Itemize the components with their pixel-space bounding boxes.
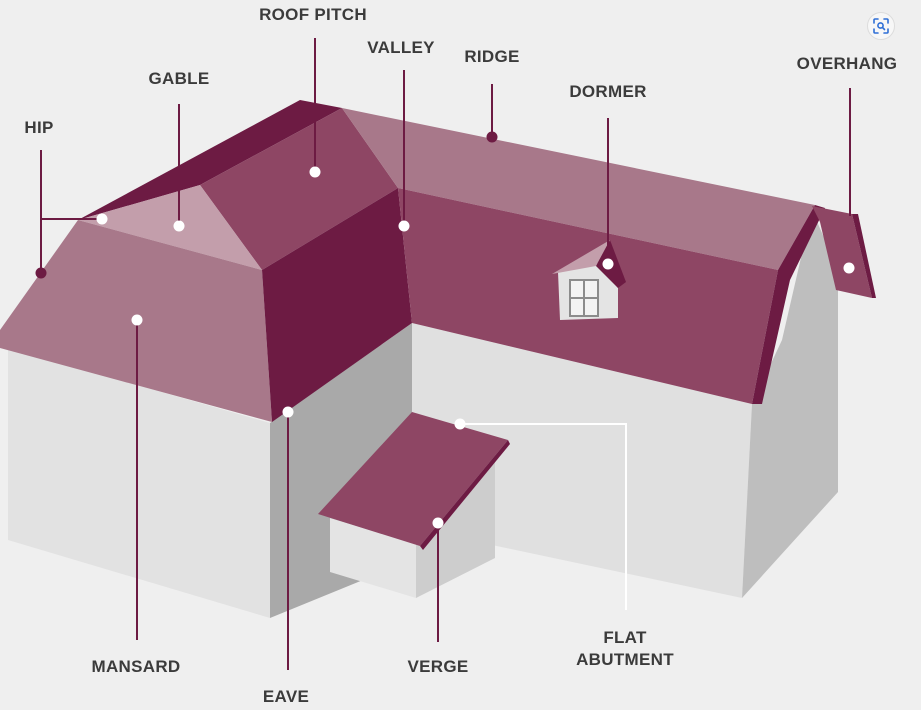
pointer-dots: [35, 131, 855, 529]
main-roof-edge: [752, 205, 825, 404]
dormer-label: DORMER: [569, 82, 647, 101]
gable-face: [78, 185, 262, 270]
left-wing-side-roof: [262, 188, 412, 422]
overhang-board: [812, 206, 872, 298]
lens-search-icon: [873, 18, 889, 34]
overhang-dot: [843, 262, 855, 274]
mansard-dot: [131, 314, 143, 326]
overhang-label: OVERHANG: [796, 54, 898, 73]
flat-abutment-pointer: [460, 423, 627, 610]
main-front-wall: [412, 323, 752, 598]
roof-pitch-face: [200, 108, 398, 270]
roofs: [0, 100, 876, 550]
verge-label: VERGE: [407, 657, 469, 676]
valley-label: VALLEY: [367, 38, 435, 57]
flat-abutment-label-line1: FLAT: [603, 628, 647, 647]
roof-pitch-dot: [309, 166, 321, 178]
dormer-roof-light: [552, 240, 610, 274]
left-wing-front-wall: [8, 348, 270, 618]
ridge-label: RIDGE: [464, 47, 520, 66]
flat-abutment-label-line2: ABUTMENT: [576, 650, 674, 669]
pointer-lines: [40, 38, 851, 670]
hip-dot-top: [96, 213, 108, 225]
main-roof-upper-slope: [342, 108, 815, 270]
porch-roof-top: [318, 412, 508, 546]
ridge-dot: [486, 131, 498, 143]
hip-roof-back-slope: [78, 100, 342, 220]
verge-dot: [432, 517, 444, 529]
valley-dot: [398, 220, 410, 232]
flat-abutment-dot: [454, 418, 466, 430]
main-gable-wall: [742, 210, 838, 598]
mansard-label: MANSARD: [91, 657, 181, 676]
dormer-dot: [602, 258, 614, 270]
eave-label: EAVE: [262, 687, 310, 706]
hip-dot-bottom: [35, 267, 47, 279]
dormer: [552, 240, 626, 320]
house-walls: [8, 210, 838, 618]
hip-label: HIP: [24, 118, 54, 137]
eave-dot: [282, 406, 294, 418]
lens-search-button[interactable]: [867, 12, 895, 40]
flat-abutment-label: FLAT ABUTMENT: [576, 627, 674, 671]
overhang-board-edge: [852, 214, 876, 298]
gable-label: GABLE: [148, 69, 210, 88]
roof-pitch-label: ROOF PITCH: [259, 5, 367, 24]
gable-dot: [173, 220, 185, 232]
